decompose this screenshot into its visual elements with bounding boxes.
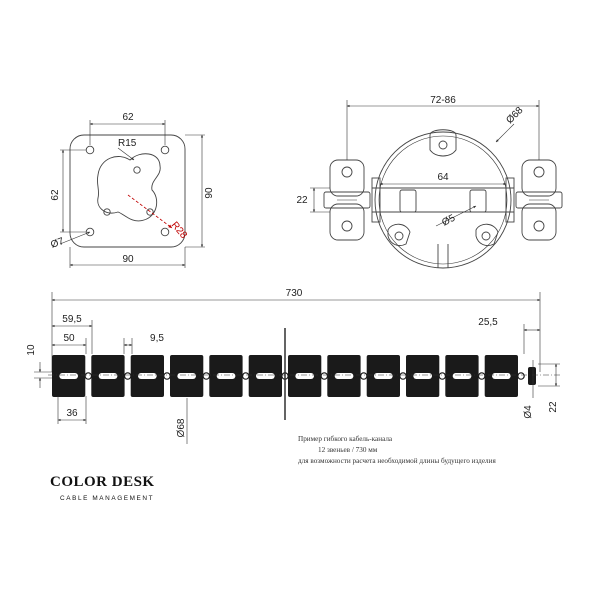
chain-pin (163, 372, 171, 380)
chain-dim-height-left: 10 (26, 344, 37, 356)
chain-link-slot (256, 373, 275, 379)
chain-dim-total-length: 730 (286, 288, 303, 299)
chain-pin (359, 372, 368, 380)
chain-pin (84, 372, 93, 380)
note-line-2: 12 звеньев / 730 мм (318, 446, 378, 454)
chain-dim-height-right: 22 (548, 401, 559, 413)
chain-links (52, 355, 536, 397)
right-clamp (505, 159, 563, 241)
note-block: Пример гибкого кабель-канала 12 звеньев … (298, 435, 496, 465)
plate-hole (103, 208, 111, 216)
plate-dim-width-bottom: 90 (122, 254, 134, 265)
chain-pin (241, 372, 250, 380)
round-lug-right (475, 223, 499, 247)
round-body-inner (378, 135, 508, 265)
chain-link-slot (492, 373, 511, 379)
plate-hole (85, 145, 95, 155)
plate-dim-height-left: 62 (50, 189, 61, 201)
chain-dim-pin-dia: Ø4 (523, 405, 534, 419)
plate-cutout (96, 153, 161, 222)
chain-link-slot (177, 373, 196, 379)
chain-link-slot (138, 373, 157, 379)
round-body (374, 131, 512, 269)
plate-view: 62 R15 62 90 R28 Ø7 90 (49, 112, 215, 268)
plate-dim-radius-small: R15 (118, 138, 137, 149)
chain-dim-link-width: 50 (63, 333, 75, 344)
plate-hole (160, 227, 170, 237)
chain-dim-first-pitch: 59,5 (62, 314, 82, 325)
round-dim-width-inner: 64 (437, 172, 449, 183)
chain-pin (477, 372, 486, 380)
brand-name: COLOR DESK (50, 474, 155, 490)
round-lug-top (429, 129, 457, 157)
plate-dim-hole-dia: Ø7 (49, 236, 66, 251)
chain-dim-gap: 9,5 (150, 333, 164, 344)
note-line-1: Пример гибкого кабель-канала (298, 435, 393, 443)
plate-hole (133, 166, 141, 174)
left-clamp (323, 159, 381, 241)
chain-dim-last-offset: 25,5 (478, 317, 498, 328)
chain-dim-slot-width: 36 (66, 408, 78, 419)
chain-link-slot (295, 373, 314, 379)
plate-hole (85, 227, 95, 237)
chain-link-slot (413, 373, 432, 379)
chain-pin (320, 372, 329, 380)
brand-tagline: CABLE MANAGEMENT (60, 495, 154, 502)
note-line-3: для возможности расчета необходимой длин… (298, 457, 496, 465)
chain-link-slot (452, 373, 472, 379)
chain-link-slot (98, 373, 118, 379)
round-dim-span: 72-86 (430, 95, 456, 106)
chain-pin (123, 372, 132, 380)
round-dim-height-left: 22 (296, 195, 308, 206)
chain-pin (399, 372, 407, 380)
chain-pin (517, 372, 525, 380)
plate-hole (160, 145, 170, 155)
brand-block: COLOR DESK CABLE MANAGEMENT (50, 474, 155, 502)
round-dim-dia-outer: Ø68 (504, 105, 525, 126)
chain-link-slot (216, 373, 236, 379)
round-lug-left (387, 223, 411, 247)
plate-outline (69, 134, 186, 248)
round-view: 72-86 Ø68 64 22 Ø5 (296, 95, 563, 269)
chain-view: 730 59,5 50 9,5 25,5 10 36 (26, 288, 560, 444)
plate-dim-width-top: 62 (122, 112, 134, 123)
chain-dim-link-dia: Ø68 (176, 418, 187, 437)
chain-link-slot (374, 373, 393, 379)
chain-link-slot (59, 373, 78, 379)
plate-dim-radius-large: R28 (169, 220, 190, 241)
chain-end-cap (528, 367, 536, 385)
chain-pin (202, 372, 211, 380)
plate-dim-height-right: 90 (204, 187, 215, 199)
chain-link-slot (334, 373, 354, 379)
plate-hole (146, 208, 154, 216)
chain-pin (438, 372, 447, 380)
round-dim-hole-dia: Ø5 (440, 212, 457, 228)
